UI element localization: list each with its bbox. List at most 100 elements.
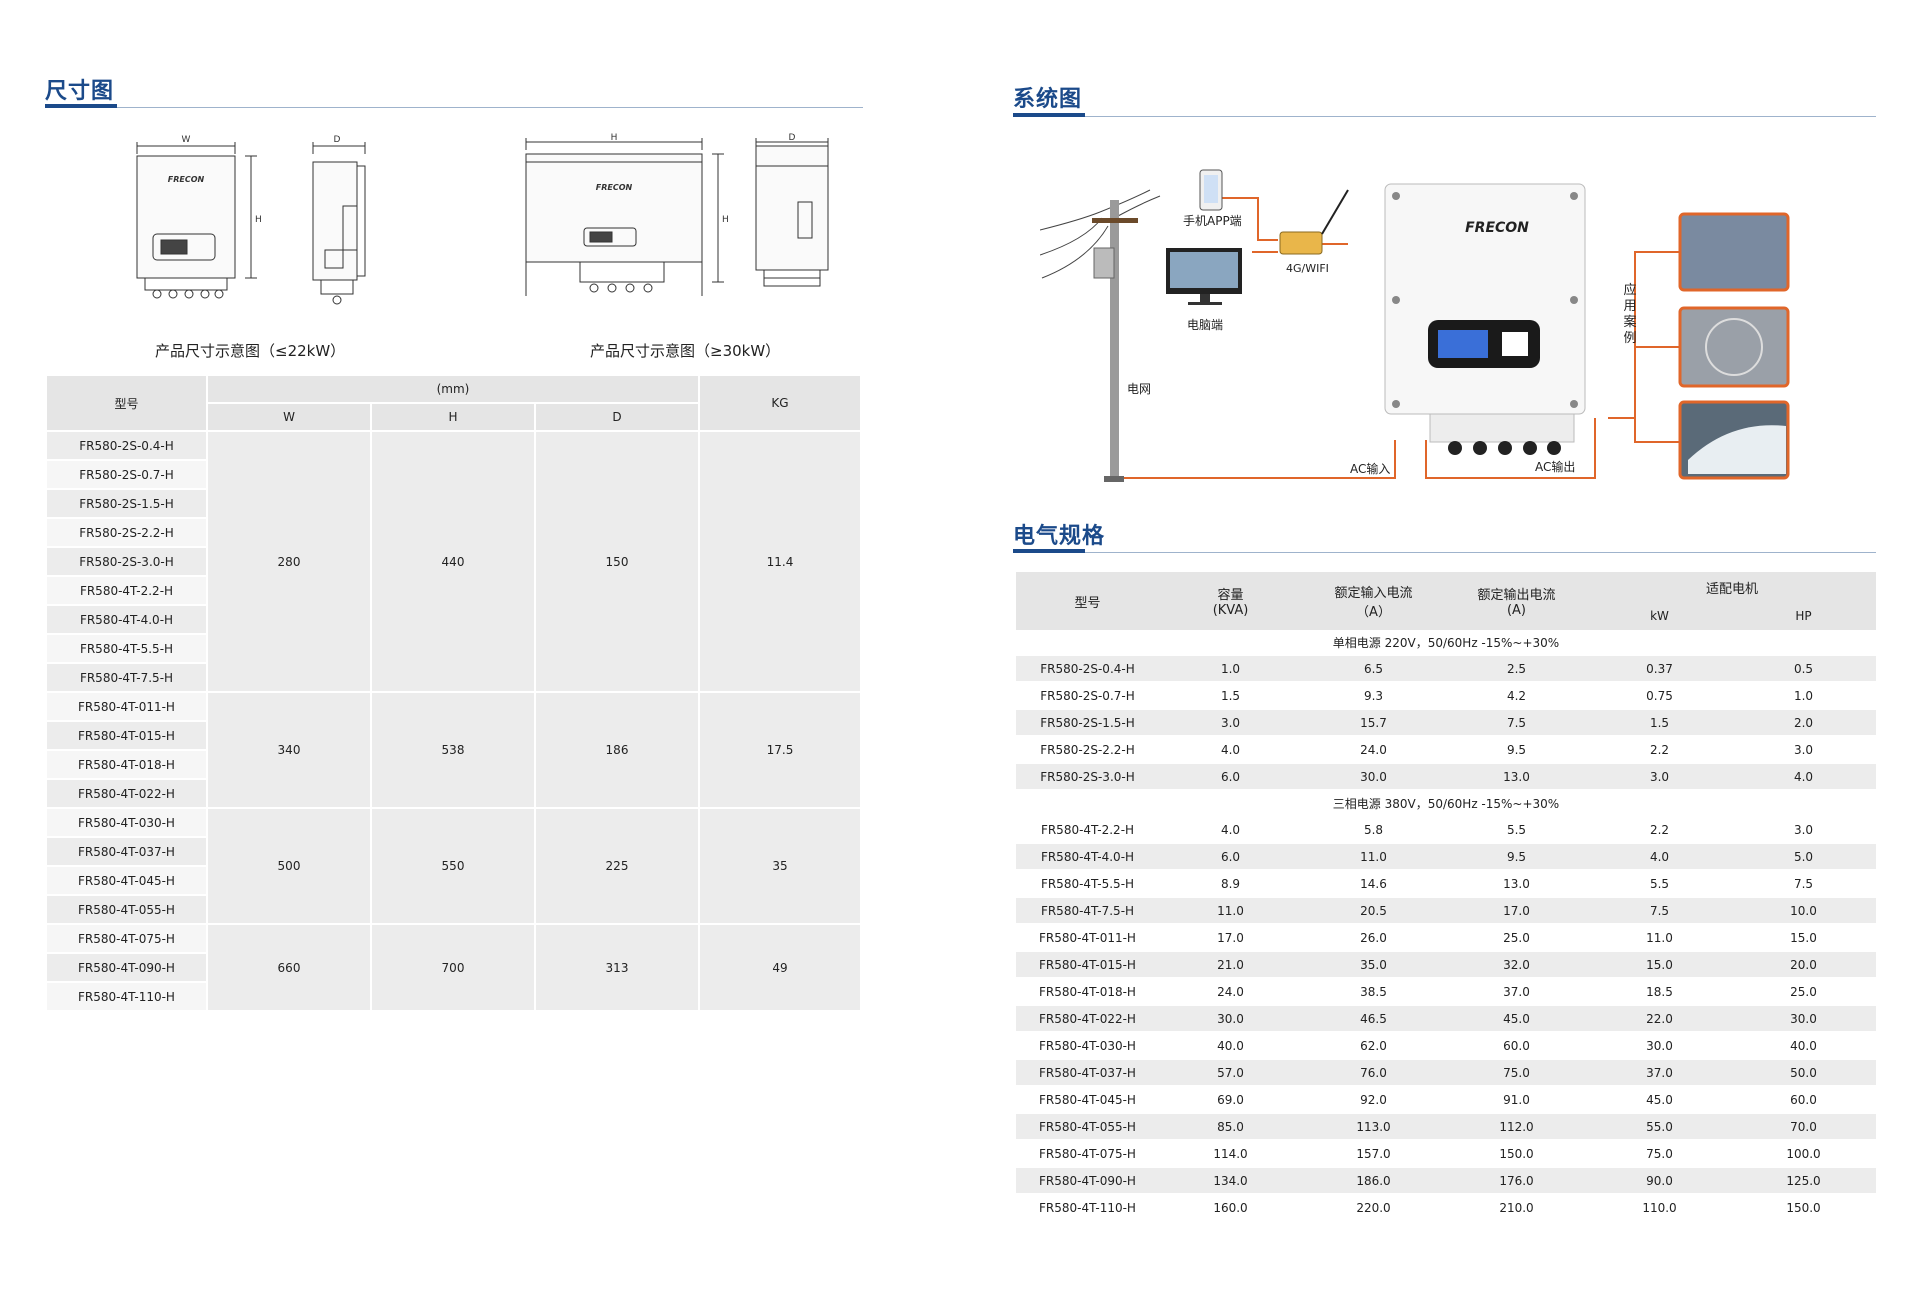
inverter-lcd bbox=[1438, 330, 1488, 358]
spec-model-cell: FR580-2S-0.7-H bbox=[1016, 683, 1159, 710]
spec-capacity-cell: 4.0 bbox=[1159, 737, 1302, 764]
spec-model-cell: FR580-4T-110-H bbox=[1016, 1195, 1159, 1222]
spec-output-current-cell: 5.5 bbox=[1445, 817, 1588, 844]
dim-table-row: FR580-2S-3.0-H bbox=[47, 548, 862, 577]
spec-input-current-cell: 76.0 bbox=[1302, 1060, 1445, 1087]
dim-table-row: FR580-2S-2.2-H bbox=[47, 519, 862, 548]
spec-header-motor: 适配电机 bbox=[1588, 572, 1877, 602]
spec-hp-cell: 150.0 bbox=[1731, 1195, 1877, 1222]
dim-w-cell: 340 bbox=[208, 693, 372, 809]
spec-output-current-cell: 176.0 bbox=[1445, 1168, 1588, 1195]
large-v-label: H bbox=[722, 215, 729, 225]
small-w-label: W bbox=[182, 135, 191, 145]
dim-table-row: FR580-4T-045-H bbox=[47, 867, 862, 896]
spec-input-current-cell: 6.5 bbox=[1302, 656, 1445, 683]
dim-header-kg: KG bbox=[700, 376, 863, 432]
inverter-brand-logo: FRECON bbox=[1465, 220, 1529, 236]
dim-model-cell: FR580-4T-2.2-H bbox=[47, 577, 208, 606]
dim-model-cell: FR580-4T-055-H bbox=[47, 896, 208, 925]
spec-model-cell: FR580-2S-0.4-H bbox=[1016, 656, 1159, 683]
dim-header-model: 型号 bbox=[47, 376, 208, 432]
dim-table-row: FR580-4T-018-H bbox=[47, 751, 862, 780]
label-wifi: 4G/WIFI bbox=[1286, 262, 1329, 275]
small-unit-caption: 产品尺寸示意图（≤22kW） bbox=[155, 342, 346, 360]
small-h-label: H bbox=[255, 215, 262, 225]
spec-kw-cell: 2.2 bbox=[1588, 817, 1731, 844]
spec-group-label: 单相电源 220V，50/60Hz -15%~+30% bbox=[1016, 630, 1877, 656]
dim-model-cell: FR580-4T-022-H bbox=[47, 780, 208, 809]
dim-header-unit: (mm) bbox=[208, 376, 701, 404]
spec-capacity-cell: 85.0 bbox=[1159, 1114, 1302, 1141]
spec-hp-cell: 20.0 bbox=[1731, 952, 1877, 979]
spec-input-current-cell: 220.0 bbox=[1302, 1195, 1445, 1222]
dim-model-cell: FR580-4T-110-H bbox=[47, 983, 208, 1012]
large-unit-drawing: H H D FRECON bbox=[525, 133, 829, 296]
dim-table-row: FR580-4T-015-H bbox=[47, 722, 862, 751]
spec-hp-cell: 7.5 bbox=[1731, 871, 1877, 898]
dim-kg-cell: 17.5 bbox=[700, 693, 863, 809]
dim-header-w: W bbox=[208, 404, 372, 432]
spec-output-current-cell: 210.0 bbox=[1445, 1195, 1588, 1222]
dim-table-row: FR580-4T-5.5-H bbox=[47, 635, 862, 664]
dim-kg-cell: 11.4 bbox=[700, 432, 863, 693]
wifi-module-icon bbox=[1279, 231, 1323, 255]
spec-model-cell: FR580-4T-011-H bbox=[1016, 925, 1159, 952]
spec-capacity-cell: 114.0 bbox=[1159, 1141, 1302, 1168]
dim-kg-cell: 35 bbox=[700, 809, 863, 925]
case-image-factory bbox=[1678, 212, 1790, 292]
spec-output-current-cell: 25.0 bbox=[1445, 925, 1588, 952]
spec-model-cell: FR580-4T-090-H bbox=[1016, 1168, 1159, 1195]
label-ac-output: AC输出 bbox=[1535, 460, 1576, 474]
dim-model-cell: FR580-4T-4.0-H bbox=[47, 606, 208, 635]
label-grid: 电网 bbox=[1127, 382, 1152, 396]
spec-capacity-cell: 6.0 bbox=[1159, 764, 1302, 791]
spec-input-current-cell: 157.0 bbox=[1302, 1141, 1445, 1168]
spec-kw-cell: 110.0 bbox=[1588, 1195, 1731, 1222]
large-h-label: H bbox=[611, 133, 618, 143]
spec-input-current-cell: 113.0 bbox=[1302, 1114, 1445, 1141]
small-d-label: D bbox=[334, 135, 341, 145]
spec-group-label: 三相电源 380V，50/60Hz -15%~+30% bbox=[1016, 791, 1877, 817]
spec-section-title: 电气规格 bbox=[1013, 524, 1106, 549]
spec-model-cell: FR580-2S-1.5-H bbox=[1016, 710, 1159, 737]
spec-capacity-cell: 17.0 bbox=[1159, 925, 1302, 952]
dim-model-cell: FR580-4T-011-H bbox=[47, 693, 208, 722]
dim-model-cell: FR580-4T-015-H bbox=[47, 722, 208, 751]
system-section-bar bbox=[1013, 113, 1085, 117]
spec-input-current-cell: 14.6 bbox=[1302, 871, 1445, 898]
spec-output-current-cell: 13.0 bbox=[1445, 871, 1588, 898]
spec-header-output-unit: (A) bbox=[1506, 603, 1527, 618]
spec-model-cell: FR580-2S-3.0-H bbox=[1016, 764, 1159, 791]
spec-input-current-cell: 5.8 bbox=[1302, 817, 1445, 844]
spec-hp-cell: 15.0 bbox=[1731, 925, 1877, 952]
dimension-section-title: 尺寸图 bbox=[45, 79, 115, 104]
spec-output-current-cell: 112.0 bbox=[1445, 1114, 1588, 1141]
spec-capacity-cell: 1.5 bbox=[1159, 683, 1302, 710]
system-section-rule bbox=[1013, 116, 1876, 117]
dim-model-cell: FR580-2S-2.2-H bbox=[47, 519, 208, 548]
spec-input-current-cell: 62.0 bbox=[1302, 1033, 1445, 1060]
spec-output-current-cell: 60.0 bbox=[1445, 1033, 1588, 1060]
dim-model-cell: FR580-4T-090-H bbox=[47, 954, 208, 983]
spec-capacity-cell: 11.0 bbox=[1159, 898, 1302, 925]
spec-output-current-cell: 75.0 bbox=[1445, 1060, 1588, 1087]
spec-capacity-cell: 160.0 bbox=[1159, 1195, 1302, 1222]
spec-hp-cell: 50.0 bbox=[1731, 1060, 1877, 1087]
dim-table-row: FR580-2S-1.5-H bbox=[47, 490, 862, 519]
spec-section-bar bbox=[1013, 549, 1085, 553]
dim-table-row: FR580-4T-090-H bbox=[47, 954, 862, 983]
spec-kw-cell: 4.0 bbox=[1588, 844, 1731, 871]
spec-output-current-cell: 32.0 bbox=[1445, 952, 1588, 979]
spec-input-current-cell: 186.0 bbox=[1302, 1168, 1445, 1195]
dim-table-row: FR580-4T-7.5-H bbox=[47, 664, 862, 693]
dim-model-cell: FR580-4T-037-H bbox=[47, 838, 208, 867]
dim-w-cell: 500 bbox=[208, 809, 372, 925]
spec-capacity-cell: 40.0 bbox=[1159, 1033, 1302, 1060]
spec-capacity-cell: 57.0 bbox=[1159, 1060, 1302, 1087]
